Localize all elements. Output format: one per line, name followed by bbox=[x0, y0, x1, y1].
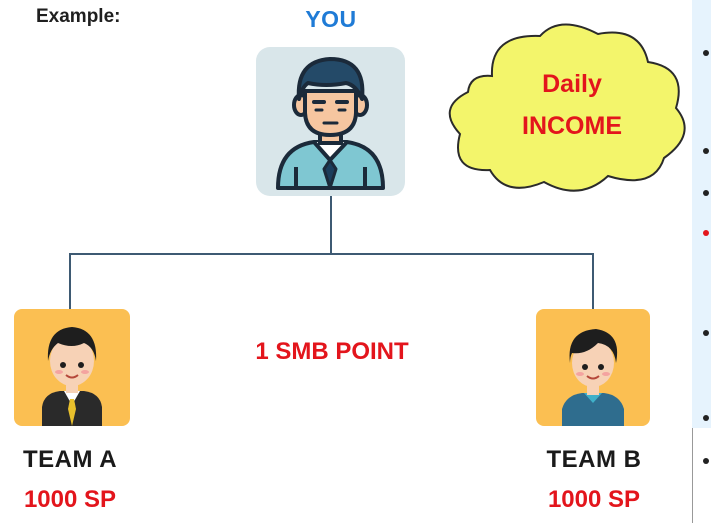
team-a-name: TEAM A bbox=[22, 446, 118, 473]
team-a-avatar bbox=[14, 309, 130, 426]
connector-vertical bbox=[330, 196, 332, 254]
you-avatar bbox=[256, 47, 405, 196]
team-b-name: TEAM B bbox=[546, 446, 642, 473]
boy-sweater-icon bbox=[562, 329, 624, 426]
bullet-3 bbox=[703, 190, 709, 196]
team-b-points: 1000 SP bbox=[547, 486, 641, 513]
connector-right-drop bbox=[592, 253, 594, 309]
example-label: Example: bbox=[36, 6, 121, 27]
bullet-4 bbox=[703, 230, 709, 236]
team-a-points: 1000 SP bbox=[23, 486, 117, 513]
side-panel-border bbox=[692, 428, 693, 523]
side-panel bbox=[692, 0, 711, 428]
connector-horizontal bbox=[69, 253, 593, 255]
boy-suit-icon bbox=[42, 327, 102, 426]
connector-left-drop bbox=[69, 253, 71, 309]
cloud-text: Daily INCOME bbox=[472, 63, 672, 147]
cloud-shape bbox=[448, 23, 686, 192]
businessman-icon bbox=[276, 57, 385, 190]
bullet-6 bbox=[703, 415, 709, 421]
smb-point-label: 1 SMB POINT bbox=[255, 338, 409, 365]
cloud-line-daily: Daily bbox=[542, 70, 602, 98]
bullet-7 bbox=[703, 458, 709, 464]
bullet-1 bbox=[703, 50, 709, 56]
bullet-5 bbox=[703, 330, 709, 336]
side-panel-lower bbox=[692, 428, 711, 523]
cloud-line-income: INCOME bbox=[522, 112, 622, 140]
team-b-avatar bbox=[536, 309, 650, 426]
you-label: YOU bbox=[305, 6, 357, 32]
bullet-2 bbox=[703, 148, 709, 154]
